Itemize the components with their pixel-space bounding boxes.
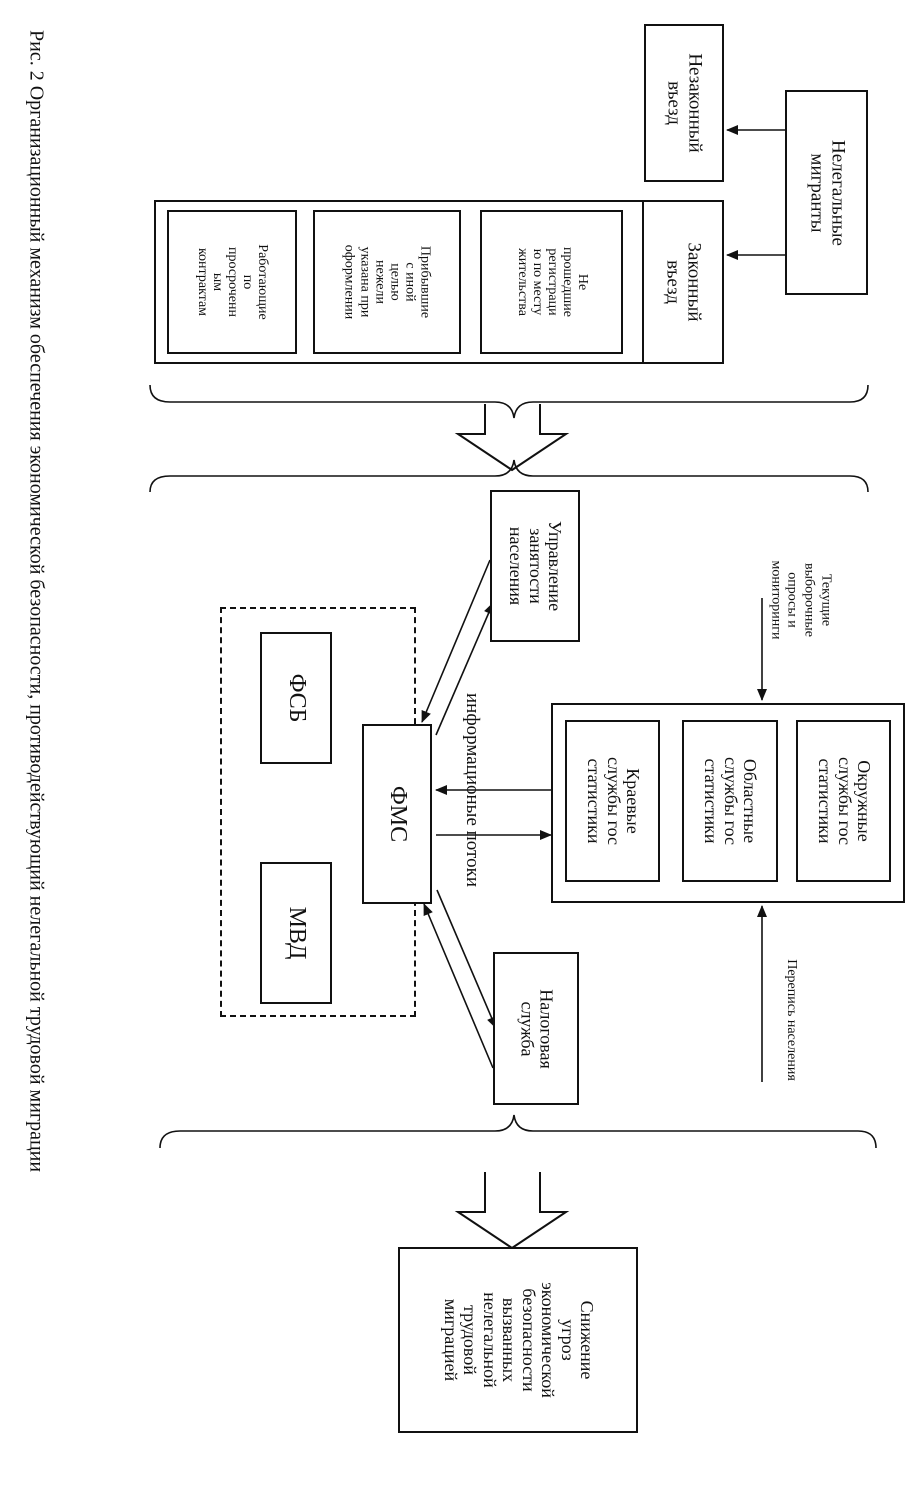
employment-office-label: Управление занятости населения: [506, 520, 566, 612]
regional-statistics-label: Областные службы гос статистики: [701, 756, 761, 846]
mvd-box: МВД: [260, 862, 332, 1004]
fms-label: ФМС: [384, 785, 411, 843]
arrow-employment-to-fms: [421, 559, 491, 723]
legal-entry-box: Законный въезд: [642, 200, 724, 364]
fsb-box: ФСБ: [260, 632, 332, 764]
brace-middle-bottom: [159, 1114, 877, 1149]
legal-entry-item-unregistered: Не прошедшие регистраци ю по месту жител…: [480, 210, 623, 354]
district-statistics-label: Окружные службы гос статистики: [814, 756, 874, 846]
territorial-statistics-label: Краевые службы гос статистики: [583, 756, 643, 846]
arrow-fms-to-employment: [435, 602, 494, 736]
employment-office-box: Управление занятости населения: [490, 490, 580, 642]
outcome-label: Снижение угроз экономической безопасност…: [440, 1282, 597, 1398]
brace-top: [149, 384, 869, 419]
census-label: Перепись населения: [784, 959, 799, 1081]
legal-entry-item-expired-contracts: Работающие по просроченн ым контрактам: [167, 210, 297, 354]
illegal-entry-box: Незаконный въезд: [644, 24, 724, 182]
surveys-label: Текущие выборочные опросы и мониторинги: [768, 560, 834, 640]
illegal-entry-label: Незаконный въезд: [664, 53, 706, 153]
arrow-tax-to-fms: [423, 903, 494, 1069]
fms-box: ФМС: [362, 724, 432, 904]
legal-entry-item-unregistered-label: Не прошедшие регистраци ю по месту жител…: [513, 247, 590, 317]
illegal-migrants-label: Нелегальные мигранты: [806, 139, 849, 246]
tax-service-box: Налоговая служба: [493, 952, 579, 1105]
illegal-migrants-box: Нелегальные мигранты: [785, 90, 868, 295]
brace-middle-top: [149, 459, 869, 493]
regional-statistics-box: Областные службы гос статистики: [682, 720, 778, 882]
district-statistics-box: Окружные службы гос статистики: [796, 720, 891, 882]
mvd-label: МВД: [283, 906, 310, 960]
territorial-statistics-box: Краевые службы гос статистики: [565, 720, 660, 882]
flow-arrow-2: [454, 1172, 570, 1250]
fsb-label: ФСБ: [283, 673, 310, 723]
arrow-fms-to-tax: [436, 889, 497, 1029]
flow-arrow-1: [454, 404, 570, 472]
figure-caption-text: Рис. 2 Организационный механизм обеспече…: [25, 30, 48, 1173]
info-flows-label: информационые потоки: [462, 692, 483, 888]
figure-caption: Рис. 2 Организационный механизм обеспече…: [6, 30, 66, 1470]
legal-entry-item-other-purpose: Прибывшие с иной целью нежели указана пр…: [313, 210, 461, 354]
tax-service-label: Налоговая служба: [517, 988, 557, 1069]
legal-entry-label: Законный въезд: [663, 242, 705, 322]
legal-entry-item-other-purpose-label: Прибывшие с иной целью нежели указана пр…: [341, 244, 433, 320]
legal-entry-item-expired-contracts-label: Работающие по просроченн ым контрактам: [194, 244, 270, 320]
outcome-box: Снижение угроз экономической безопасност…: [398, 1247, 638, 1433]
